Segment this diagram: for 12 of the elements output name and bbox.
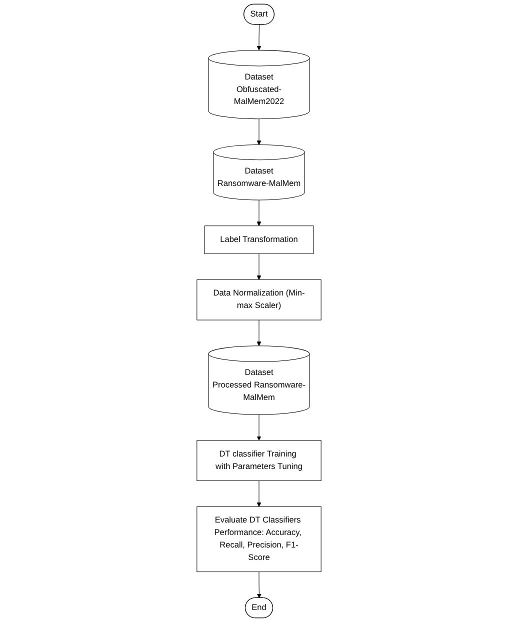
arrow bbox=[256, 24, 262, 50]
arrow bbox=[256, 480, 262, 507]
arrow bbox=[256, 254, 262, 280]
arrow bbox=[256, 572, 262, 598]
node-box: Label Transformation bbox=[204, 226, 314, 254]
node-box: Evaluate DT Classifiers Performance: Accuracy, Recall, Precision, F1-Score bbox=[196, 506, 322, 572]
arrow bbox=[256, 200, 262, 226]
arrow bbox=[256, 414, 262, 441]
arrow bbox=[256, 320, 262, 346]
node-box: Data Normalization (Min-max Scaler) bbox=[196, 279, 322, 320]
node-box: DT classifier Training with Parameters Tuning bbox=[196, 440, 322, 482]
arrow bbox=[256, 118, 262, 145]
